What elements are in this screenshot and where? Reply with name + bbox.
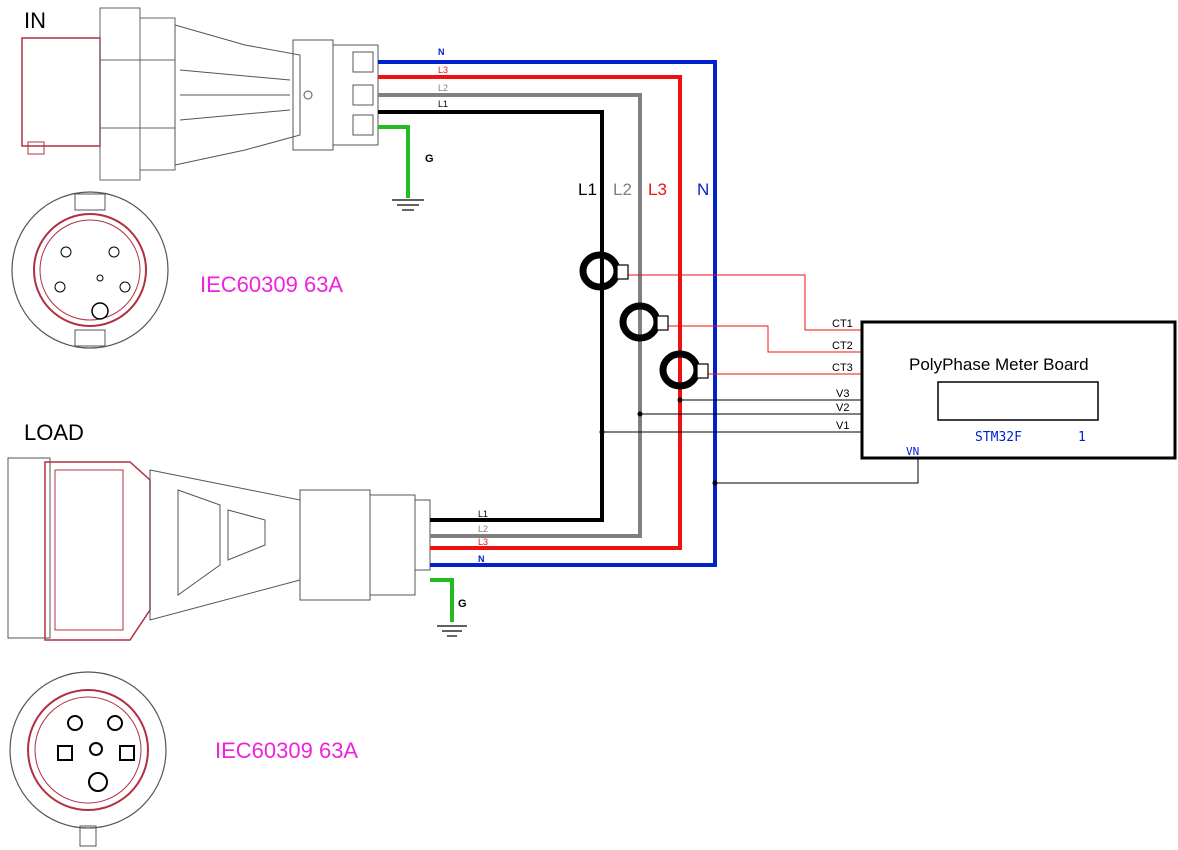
- wire-ground-load: [430, 578, 454, 622]
- wire-label-load-l2: L2: [478, 524, 488, 534]
- wire-label-in-n: N: [438, 47, 445, 57]
- vertical-label-l1: L1: [578, 180, 597, 199]
- current-transformer-1: [579, 251, 629, 291]
- wire-label-load-l3: L3: [478, 537, 488, 547]
- vertical-label-l2: L2: [613, 180, 632, 199]
- vertical-label-n: N: [697, 180, 709, 199]
- wire-l2: [378, 93, 642, 538]
- ground-label-load: G: [458, 598, 467, 610]
- load-connector-face: [9, 671, 167, 847]
- wires: [378, 60, 717, 622]
- current-transformer-3: [659, 350, 709, 390]
- voltage-sense-wires: [602, 399, 919, 484]
- current-transformer-2: [619, 302, 669, 342]
- wire-ground-in: [378, 125, 410, 198]
- chip-number: 1: [1078, 430, 1086, 445]
- port-ct2: CT2: [832, 340, 853, 352]
- port-v1: V1: [836, 420, 849, 432]
- in-connector-face: [11, 191, 169, 349]
- wire-l1: [378, 110, 604, 522]
- in-connector-label: IEC60309 63A: [200, 272, 343, 297]
- ground-symbol-in: [392, 199, 424, 211]
- load-label: LOAD: [24, 420, 84, 445]
- meter-board: [860, 320, 1177, 460]
- port-vn: VN: [906, 445, 919, 458]
- load-connector-label: IEC60309 63A: [215, 738, 358, 763]
- ground-label-in: G: [425, 153, 434, 165]
- meter-title: PolyPhase Meter Board: [909, 355, 1089, 374]
- in-label: IN: [24, 8, 46, 33]
- chip-label: STM32F: [975, 430, 1022, 445]
- port-ct3: CT3: [832, 362, 853, 374]
- ct-sense-wires: [628, 274, 862, 375]
- vertical-label-l3: L3: [648, 180, 667, 199]
- wire-label-in-l1: L1: [438, 99, 448, 109]
- port-v3: V3: [836, 388, 849, 400]
- port-v2: V2: [836, 402, 849, 414]
- load-plug: [7, 457, 431, 641]
- wire-neutral: [378, 60, 717, 567]
- wire-label-in-l3: L3: [438, 65, 448, 75]
- ground-symbol-load: [437, 625, 467, 637]
- wire-label-load-n: N: [478, 554, 485, 564]
- port-ct1: CT1: [832, 318, 853, 330]
- wire-label-load-l1: L1: [478, 509, 488, 519]
- in-plug: [21, 7, 379, 181]
- junction-dots: [599, 397, 718, 486]
- wire-l3: [378, 75, 682, 550]
- wire-label-in-l2: L2: [438, 83, 448, 93]
